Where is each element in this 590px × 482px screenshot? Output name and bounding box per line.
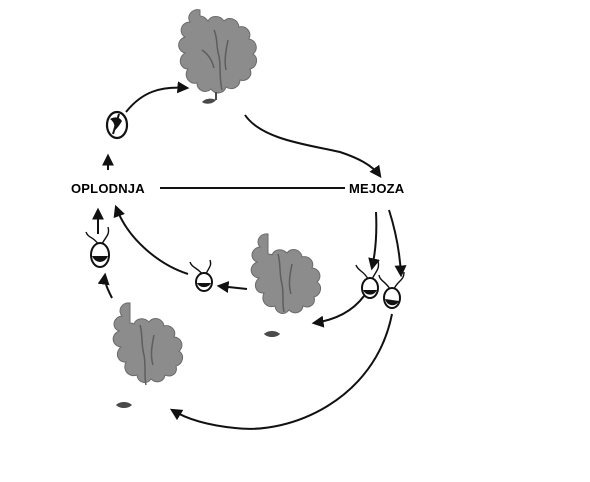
arrow-zygote-to-top <box>125 81 190 113</box>
label-meiosis: MEJOZA <box>349 181 405 196</box>
gamete-cell-icon <box>189 259 213 292</box>
arrow-meiosis-to-spore1 <box>368 211 380 271</box>
spore-cell-right-icon <box>378 271 405 309</box>
arrow-spore1-to-middle <box>311 295 365 328</box>
thallus-bottom <box>112 302 184 408</box>
arrow-spore2-to-bottom <box>169 313 393 430</box>
arrow-bottom-to-egg <box>97 272 113 299</box>
thallus-middle <box>250 233 322 337</box>
arrow-top-to-meiosis <box>244 114 382 178</box>
thallus-top <box>178 9 258 104</box>
gamete-egg-icon <box>85 226 110 268</box>
arrow-middle-to-gamete <box>216 281 248 293</box>
spore-cell-left-icon <box>355 260 380 299</box>
arrow-gamete-to-fertilization <box>113 204 189 275</box>
zygote-icon <box>105 110 129 140</box>
label-fertilization: OPLODNJA <box>71 181 145 196</box>
arrow-meiosis-to-spore2 <box>388 209 407 278</box>
